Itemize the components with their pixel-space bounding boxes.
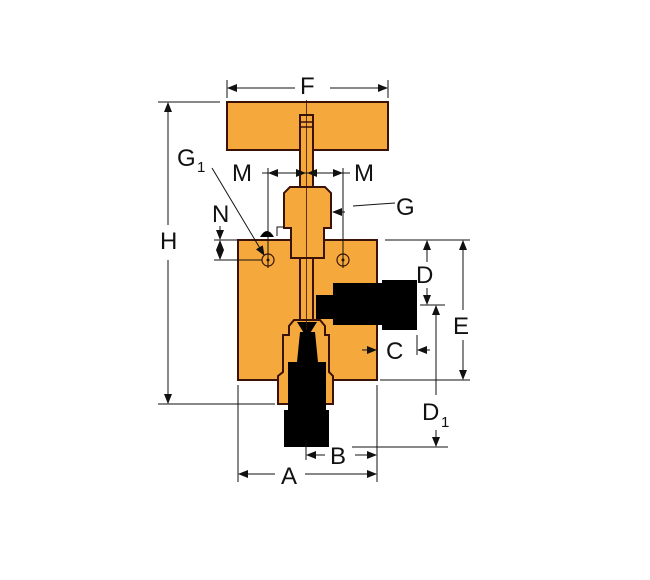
label-e: E (453, 313, 469, 340)
bonnet (283, 186, 332, 259)
label-h: H (160, 228, 177, 255)
label-b: B (330, 443, 346, 470)
label-m-right: M (354, 160, 374, 187)
label-g1: G (177, 145, 196, 172)
stem-tip (297, 322, 318, 362)
side-fitting-body (333, 283, 385, 325)
dimension-lines (158, 80, 470, 482)
side-fitting-stub (316, 295, 336, 319)
label-d1-subscript: 1 (441, 414, 449, 431)
lock-dome (260, 231, 274, 237)
valve-drawing (226, 100, 417, 447)
label-n: N (212, 201, 229, 228)
label-d: D (416, 262, 433, 289)
label-c: C (386, 338, 403, 365)
label-f: F (300, 73, 315, 100)
label-g1-subscript: 1 (197, 159, 205, 176)
side-fitting-nut (382, 280, 417, 330)
label-d1: D (422, 399, 439, 426)
label-a: A (281, 463, 297, 490)
label-g: G (396, 194, 415, 221)
lower-fitting-upper (288, 362, 326, 410)
label-m-left: M (232, 160, 252, 187)
